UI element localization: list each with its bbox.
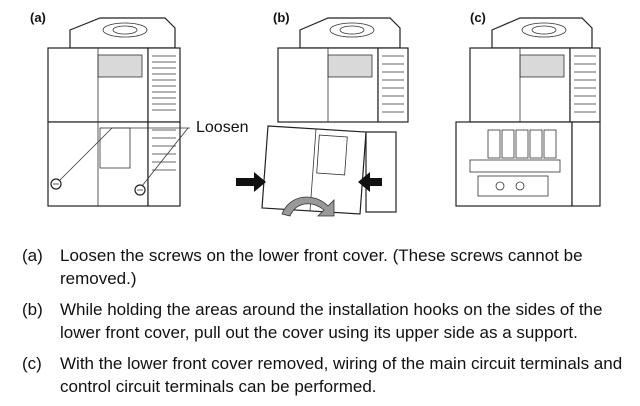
inverter-c — [455, 17, 601, 207]
curved-arrow-icon — [281, 196, 335, 217]
instruction-list: (a) Loosen the screws on the lower front… — [22, 244, 632, 406]
step-a: (a) Loosen the screws on the lower front… — [22, 244, 632, 290]
step-tag: (c) — [22, 354, 42, 373]
step-text: Loosen the screws on the lower front cov… — [60, 246, 583, 288]
step-tag: (b) — [22, 300, 43, 319]
installation-figure: (a) (b) (c) — [30, 10, 601, 217]
step-c: (c) With the lower front cover removed, … — [22, 352, 632, 398]
loosen-callout: Loosen — [196, 119, 249, 136]
step-text: With the lower front cover removed, wiri… — [60, 354, 623, 396]
step-tag: (a) — [22, 246, 43, 265]
panel-label-b: (b) — [273, 10, 290, 25]
inverter-a — [47, 17, 190, 207]
panel-label-a: (a) — [30, 10, 46, 25]
inverter-b — [236, 17, 409, 217]
arrow-left-icon — [358, 172, 382, 192]
panel-label-c: (c) — [470, 10, 486, 25]
step-text: While holding the areas around the insta… — [60, 300, 603, 342]
arrow-right-icon — [236, 172, 266, 192]
step-b: (b) While holding the areas around the i… — [22, 298, 632, 344]
